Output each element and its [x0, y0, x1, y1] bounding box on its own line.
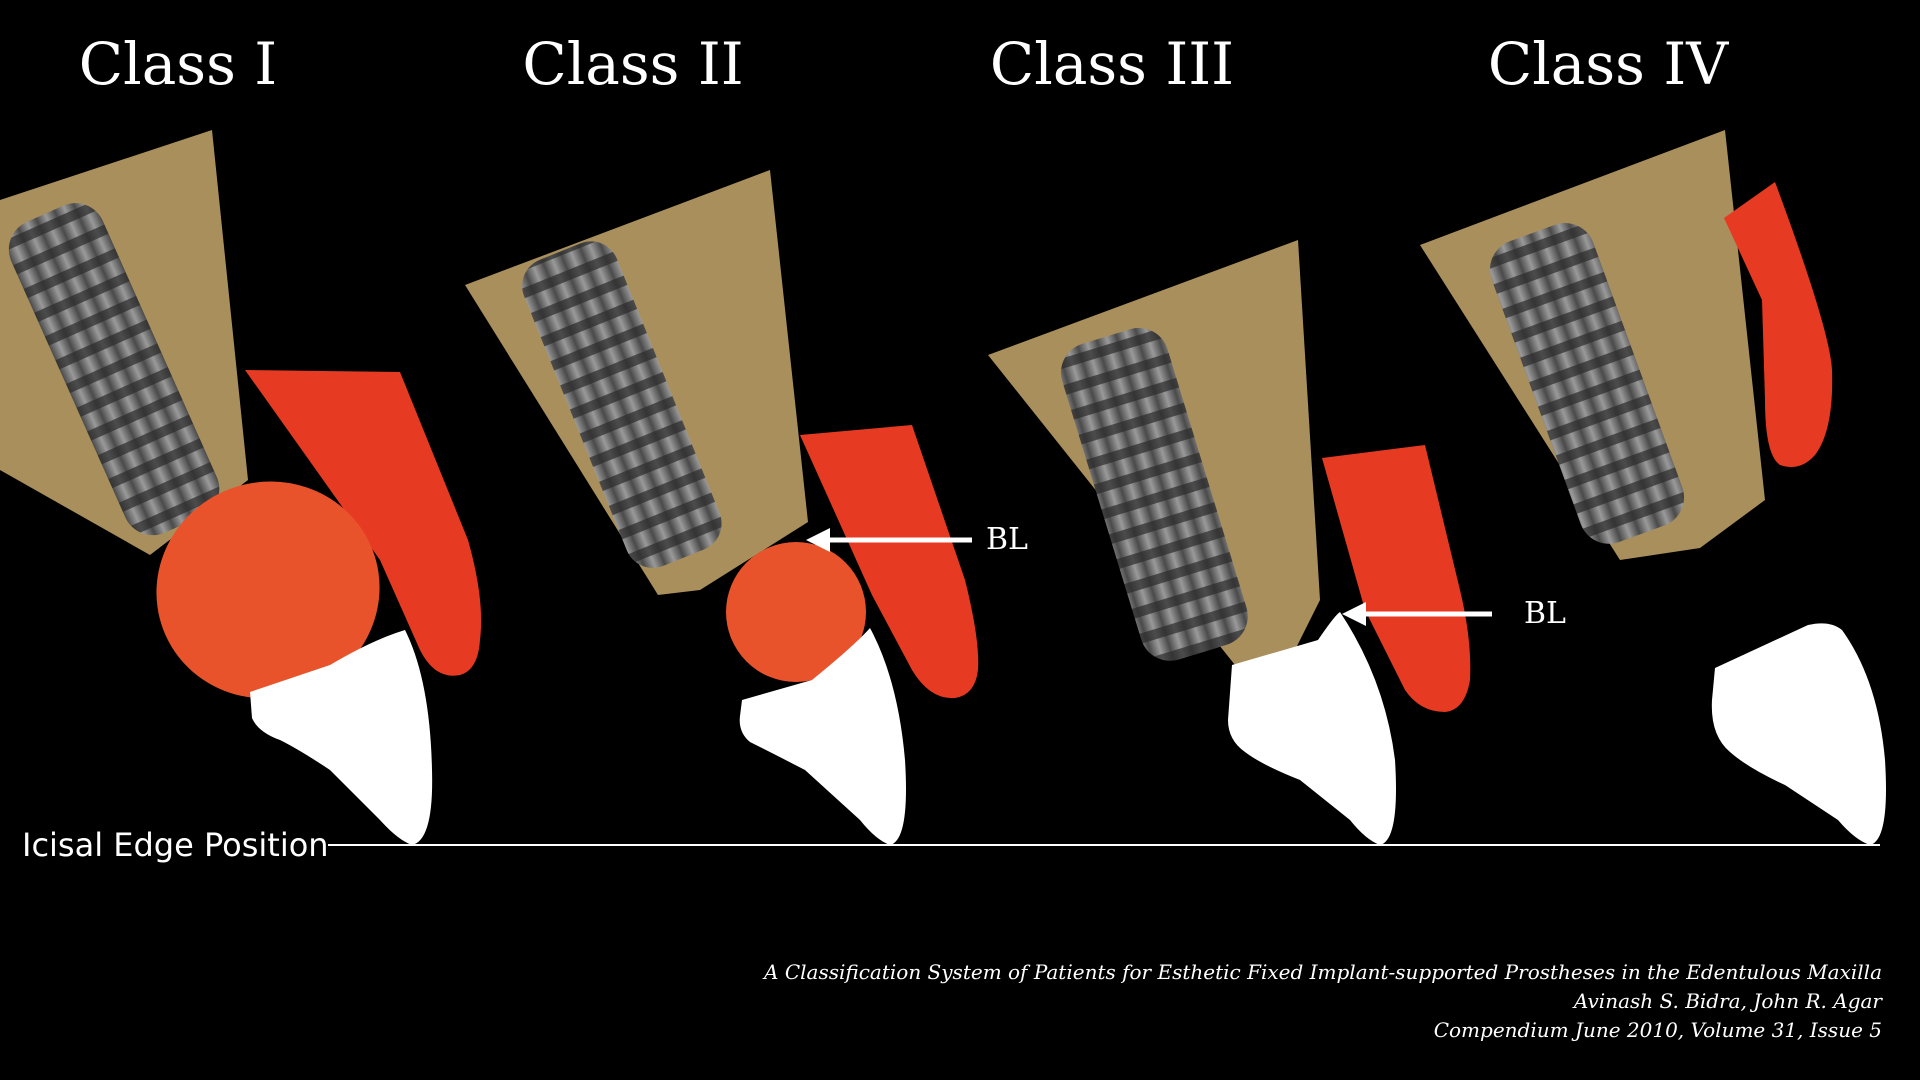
class-2-defect [726, 542, 866, 682]
class-4-title: Class IV [1487, 30, 1729, 98]
class-3-tooth [1228, 612, 1396, 845]
class-1-title: Class I [78, 30, 278, 98]
bl-label-class-3: BL [1524, 596, 1566, 631]
bl-label-class-2: BL [986, 522, 1028, 557]
class-1-implant-icon [8, 203, 220, 536]
citation: A Classification System of Patients for … [764, 958, 1882, 1045]
citation-title: A Classification System of Patients for … [764, 960, 1882, 984]
class-1-gingiva [245, 370, 482, 676]
bl-arrow-class-3 [1342, 602, 1492, 626]
class-2-gingiva [800, 425, 979, 699]
citation-source: Compendium June 2010, Volume 31, Issue 5 [1433, 1018, 1882, 1042]
citation-authors: Avinash S. Bidra, John R. Agar [1573, 989, 1882, 1013]
incisal-edge-label: Icisal Edge Position [22, 826, 329, 864]
class-3-implant-icon [1061, 327, 1248, 661]
class-1-diagram [0, 130, 482, 845]
class-3-title: Class III [989, 30, 1235, 98]
class-3-diagram [988, 240, 1471, 845]
class-1-defect [156, 481, 380, 699]
class-2-diagram [465, 170, 979, 845]
class-4-gingiva [1724, 182, 1833, 468]
class-3-gingiva [1322, 445, 1471, 712]
class-4-implant-icon [1489, 223, 1685, 544]
class-1-tooth [250, 630, 433, 845]
bl-arrow-class-2 [806, 528, 972, 552]
class-2-implant-icon [522, 241, 722, 568]
class-2-tooth [739, 628, 906, 845]
class-4-diagram [1420, 130, 1886, 845]
class-4-tooth [1711, 623, 1886, 845]
class-2-title: Class II [522, 30, 744, 98]
